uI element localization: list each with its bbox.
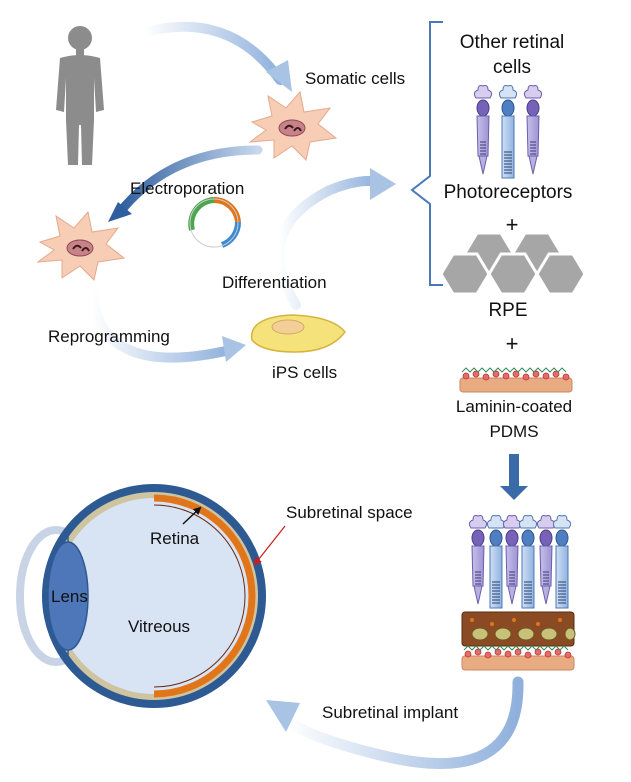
- rpe-hexagons: [439, 231, 587, 296]
- implant-construct: [461, 515, 576, 671]
- label-photoreceptors: Photoreceptors: [444, 182, 573, 203]
- pdms-strip-top: [459, 367, 573, 393]
- arrowhead-electroporation: [108, 202, 132, 222]
- arrow-subretinal-implant: [280, 676, 524, 769]
- somatic-cell-left: [37, 211, 125, 281]
- photoreceptor-group-top: [473, 85, 543, 179]
- label-laminin-1: Laminin-coated: [456, 397, 572, 416]
- label-lens: Lens: [51, 587, 88, 606]
- eye-vitreous-body: [56, 498, 252, 694]
- label-differentiation: Differentiation: [222, 273, 327, 292]
- arrowhead-to-somatic: [266, 60, 292, 92]
- lens: [47, 541, 89, 651]
- arrow-to-somatic: [140, 21, 285, 85]
- label-somatic-cells: Somatic cells: [305, 69, 405, 88]
- retina-pointer: [182, 506, 202, 525]
- arrow-down: [500, 454, 528, 500]
- arrowhead-differentiation: [370, 168, 396, 200]
- human-body-icon: [56, 26, 104, 165]
- arrow-reprogramming: [87, 287, 235, 363]
- label-retina: Retina: [150, 529, 200, 548]
- label-other-retinal-cells-2: cells: [493, 57, 531, 78]
- label-electroporation: Electroporation: [130, 179, 244, 198]
- label-reprogramming: Reprogramming: [48, 327, 170, 346]
- label-other-retinal-cells-1: Other retinal: [460, 32, 565, 53]
- label-subretinal-space: Subretinal space: [286, 503, 413, 522]
- arrow-differentiation: [274, 176, 383, 310]
- plus-1: +: [506, 212, 519, 237]
- label-rpe: RPE: [488, 300, 527, 321]
- eye-diagram: [16, 484, 266, 708]
- label-ips-cells: iPS cells: [272, 363, 337, 382]
- label-vitreous: Vitreous: [128, 617, 190, 636]
- label-laminin-2: PDMS: [489, 422, 538, 441]
- arrowhead-reprogramming: [222, 336, 246, 362]
- plasmid-icon: [188, 196, 242, 250]
- subretinal-space-pointer: [253, 525, 286, 566]
- somatic-cell-top: [249, 91, 337, 161]
- bracket: [410, 21, 443, 286]
- arrowhead-subretinal-implant: [266, 700, 300, 732]
- arrow-electroporation: [115, 145, 263, 217]
- ips-cell-icon: [250, 314, 346, 353]
- plus-2: +: [506, 331, 519, 356]
- label-subretinal-implant: Subretinal implant: [322, 703, 458, 722]
